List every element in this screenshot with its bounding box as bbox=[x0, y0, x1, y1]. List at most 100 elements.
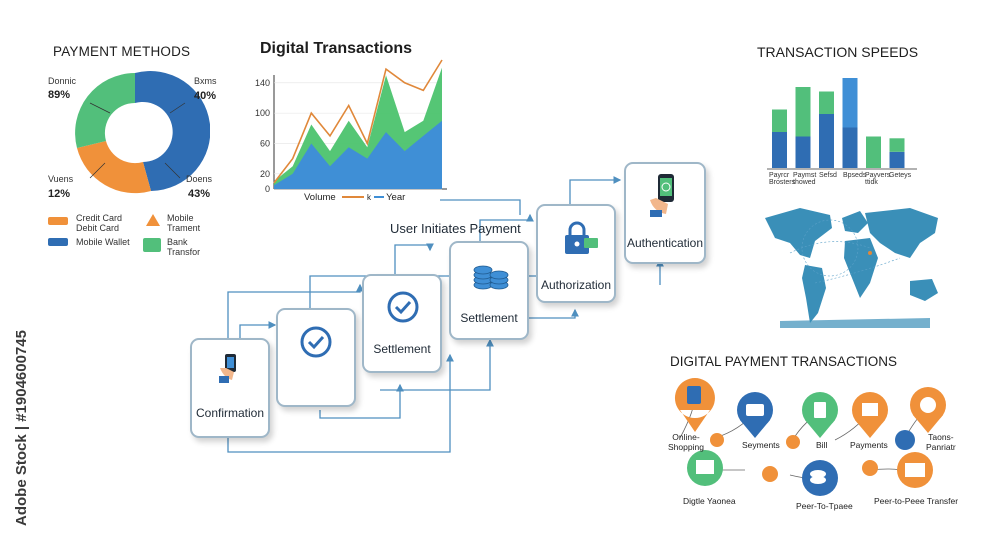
map-africa bbox=[844, 238, 878, 298]
bubble-taons bbox=[910, 387, 946, 433]
checkmark-circle-icon bbox=[387, 291, 419, 323]
donut-pct-doens: 43% bbox=[188, 188, 211, 200]
donut-slice-blue bbox=[135, 71, 210, 191]
donut-label-donnic: Donnic bbox=[48, 76, 77, 86]
chart-legend: Volume k Year bbox=[304, 192, 405, 203]
ytick-100: 100 bbox=[255, 108, 270, 118]
legend-label-wallet: Mobile Wallet bbox=[76, 237, 130, 247]
bubble-peer-transfer bbox=[897, 452, 933, 488]
bubble-seyments bbox=[737, 392, 773, 438]
connector-4 bbox=[394, 243, 434, 278]
donut-pct-vuens: 12% bbox=[48, 188, 71, 200]
donut-slice-orange bbox=[77, 141, 151, 194]
map-europe bbox=[842, 211, 868, 233]
legend-swatch-year bbox=[373, 196, 384, 199]
connector-1 bbox=[239, 321, 277, 340]
ytick-0: 0 bbox=[265, 184, 270, 194]
digital-payment-transactions-title: DIGITAL PAYMENT TRANSACTIONS bbox=[670, 354, 898, 369]
speed-bar-blue-3 bbox=[819, 114, 834, 168]
speed-label-6: Geteys bbox=[889, 172, 912, 179]
bank-icon bbox=[143, 238, 161, 252]
phone-fingerprint-icon bbox=[650, 174, 674, 217]
bubble-peer bbox=[802, 460, 838, 496]
map-route-ring bbox=[801, 219, 859, 277]
coins-icon bbox=[473, 265, 509, 290]
node-5 bbox=[862, 460, 878, 476]
legend-swatch-wallet bbox=[48, 238, 68, 246]
payment-methods-title: PAYMENT METHODS bbox=[53, 44, 191, 59]
flow-title: User Initiates Payment bbox=[390, 221, 521, 236]
padlock-icon bbox=[565, 221, 598, 254]
map-south-america bbox=[802, 265, 826, 323]
flow-card-confirmation: Confirmation bbox=[190, 338, 270, 438]
speed-bar-blue-6 bbox=[889, 151, 905, 168]
legend-label-bank: Bank Transfor bbox=[167, 237, 201, 257]
legend-swatch-card bbox=[48, 217, 68, 225]
connector-8 bbox=[319, 383, 404, 419]
watermark: Adobe Stock | #1904600745 bbox=[6, 290, 36, 530]
map-australia bbox=[910, 279, 938, 301]
ytick-20: 20 bbox=[260, 169, 270, 179]
map-route-2 bbox=[814, 257, 901, 284]
map-antarctica bbox=[780, 318, 930, 328]
node-3 bbox=[895, 430, 915, 450]
label-taons: Taons- Panriatr bbox=[926, 432, 956, 452]
node-4 bbox=[762, 466, 778, 482]
speed-bar-green-6 bbox=[889, 138, 905, 152]
label-payments: Payments bbox=[850, 440, 888, 450]
flow-label-settlement-1: Settlement bbox=[373, 342, 431, 356]
label-bill: Bill bbox=[816, 440, 828, 450]
label-peer-long: Peer-to-Peee Transfer bbox=[874, 496, 959, 506]
speed-label-4: Bpseds bbox=[843, 172, 867, 179]
payment-network bbox=[674, 378, 946, 496]
bubble-payments bbox=[852, 392, 888, 438]
speed-bar-green-4 bbox=[842, 78, 858, 128]
legend-volume: Volume bbox=[304, 192, 336, 203]
label-digtle: Digtle Yaonea bbox=[683, 496, 736, 506]
label-online-shopping: Online- Shopping bbox=[668, 432, 704, 452]
flow-card-settlement-2: Settlement bbox=[449, 241, 529, 340]
speed-bar-blue-2 bbox=[795, 136, 811, 168]
hand-phone-icon bbox=[219, 354, 236, 383]
connector-9 bbox=[380, 338, 494, 391]
checkmark-icon bbox=[300, 326, 332, 358]
bubble-digtle bbox=[687, 450, 723, 486]
speed-label-3: Sefsd bbox=[819, 172, 837, 179]
legend-year: Year bbox=[386, 192, 406, 203]
payment-methods-donut bbox=[75, 71, 210, 194]
world-map bbox=[765, 208, 938, 328]
speed-label-2: Paymst thowed bbox=[793, 172, 817, 186]
flow-card-authentication: Authentication bbox=[624, 162, 706, 264]
legend-label-card: Credit Card Debit Card bbox=[76, 213, 123, 233]
digital-transactions-title: Digital Transactions bbox=[260, 40, 413, 57]
warning-icon bbox=[146, 214, 160, 226]
speed-bar-blue-4 bbox=[842, 127, 858, 168]
connector-10 bbox=[510, 308, 579, 319]
connector-6 bbox=[569, 176, 622, 205]
legend-swatch-volume bbox=[342, 196, 365, 199]
flow-label-authorization: Authorization bbox=[540, 278, 612, 292]
ytick-140: 140 bbox=[255, 78, 270, 88]
flow-label-authentication: Authentication bbox=[626, 236, 704, 250]
legend-label-mobile: Mobile Trament bbox=[167, 213, 201, 233]
node-2 bbox=[786, 435, 800, 449]
speed-bar-green-3 bbox=[819, 91, 834, 114]
speed-bar-green-1 bbox=[772, 109, 787, 132]
speed-bar-green-5 bbox=[866, 136, 881, 168]
speed-label-5: Payvers ttidk bbox=[865, 172, 891, 186]
flow-label-confirmation: Confirmation bbox=[195, 406, 265, 420]
connector-12 bbox=[440, 199, 521, 215]
map-asia bbox=[865, 208, 938, 258]
map-north-america bbox=[765, 208, 832, 258]
transaction-speeds-title: TRANSACTION SPEEDS bbox=[757, 44, 919, 60]
donut-label-bxms: Bxms bbox=[194, 76, 217, 86]
flow-card-settlement-1: Settlement bbox=[362, 274, 442, 373]
speed-label-1: Payrcr Brosters bbox=[769, 172, 796, 186]
map-pin bbox=[868, 251, 872, 255]
bubble-online-shopping bbox=[674, 378, 715, 432]
watermark-text: Adobe Stock | #1904600745 bbox=[13, 330, 30, 526]
connector-7 bbox=[227, 353, 454, 453]
label-peer-short: Peer-To-Tpaee bbox=[796, 501, 853, 511]
flow-card-check bbox=[276, 308, 356, 407]
